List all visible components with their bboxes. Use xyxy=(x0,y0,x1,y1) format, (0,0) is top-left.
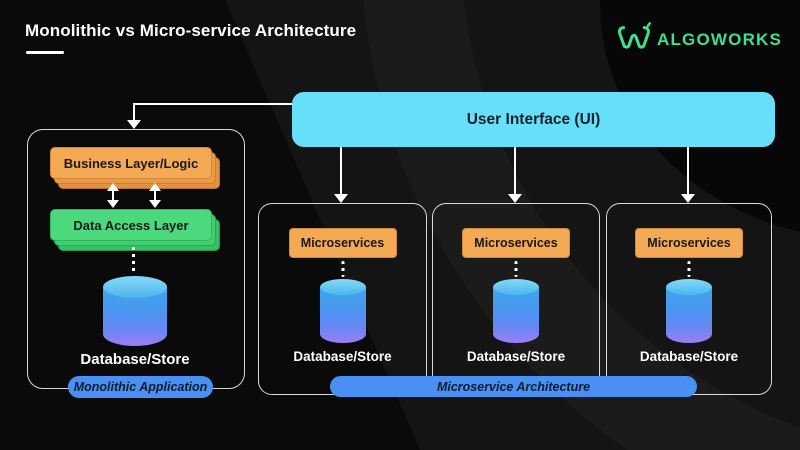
microservices-label: Microservices xyxy=(647,236,731,250)
user-interface-box: User Interface (UI) xyxy=(292,92,775,147)
database-icon xyxy=(666,279,712,343)
database-store-label: Database/Store xyxy=(466,349,566,364)
double-arrow-icon xyxy=(148,183,162,208)
dotted-connector xyxy=(132,247,135,274)
business-layer-box: Business Layer/Logic xyxy=(50,147,212,179)
business-layer-label: Business Layer/Logic xyxy=(63,155,199,171)
microservice-caption-pill: Microservice Architecture xyxy=(330,376,697,397)
data-access-box: Data Access Layer xyxy=(50,209,212,241)
connector-line-horizontal xyxy=(134,103,292,105)
title-underline xyxy=(26,51,64,54)
microservice-caption: Microservice Architecture xyxy=(436,379,591,394)
page-title: Monolithic vs Micro-service Architecture xyxy=(25,21,357,40)
connector-line-vertical xyxy=(133,103,135,121)
brand-logo: ALGOWORKS xyxy=(614,22,782,57)
algoworks-logo-icon xyxy=(614,22,652,57)
monolithic-caption-pill: Monolithic Application xyxy=(68,376,213,398)
arrow-line xyxy=(340,147,342,195)
database-store-label: Database/Store xyxy=(80,351,190,368)
dotted-connector xyxy=(341,261,344,277)
microservices-label: Microservices xyxy=(474,236,558,250)
arrow-down-icon xyxy=(334,194,348,203)
microservices-box: Microservices xyxy=(462,228,570,258)
database-icon xyxy=(493,279,539,343)
database-store-label: Database/Store xyxy=(639,349,739,364)
database-icon xyxy=(103,276,167,346)
microservice-panel: Microservices Database/Store xyxy=(606,203,772,395)
brand-name: ALGOWORKS xyxy=(657,29,783,49)
microservice-panel: Microservices Database/Store xyxy=(432,203,600,395)
arrow-down-icon xyxy=(508,194,522,203)
microservices-box: Microservices xyxy=(288,228,397,258)
data-access-label: Data Access Layer xyxy=(73,217,189,233)
arrow-line xyxy=(514,147,516,195)
user-interface-label: User Interface (UI) xyxy=(466,110,601,128)
database-store-label: Database/Store xyxy=(293,349,392,364)
double-arrow-icon xyxy=(106,183,120,208)
microservices-box: Microservices xyxy=(635,228,743,258)
dotted-connector xyxy=(687,261,691,277)
database-icon xyxy=(319,279,366,343)
arrow-down-icon xyxy=(681,194,695,203)
monolithic-caption: Monolithic Application xyxy=(73,380,208,394)
arrow-down-icon xyxy=(127,120,141,129)
microservices-label: Microservices xyxy=(300,236,385,250)
microservice-panel: Microservices Database/Store xyxy=(258,203,427,395)
dotted-connector xyxy=(514,261,518,277)
arrow-line xyxy=(687,147,689,195)
